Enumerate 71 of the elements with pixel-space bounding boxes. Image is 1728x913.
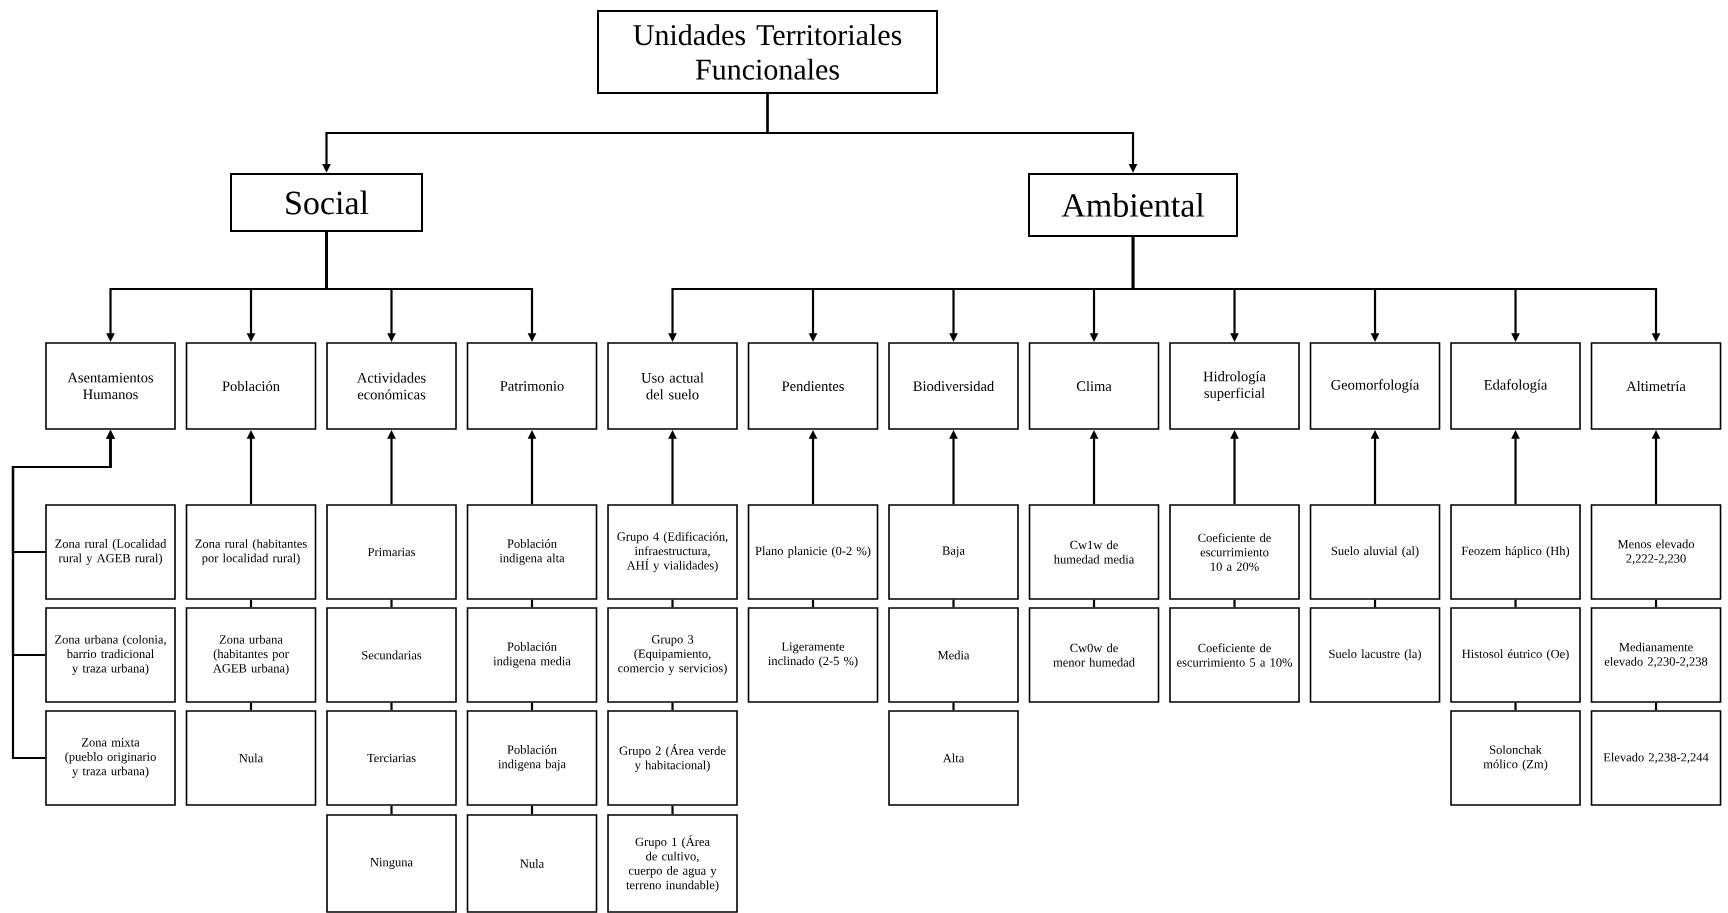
class-box: Elevado 2,238-2,244 — [1590, 710, 1722, 806]
class-box: Plano planicie (0-2 %) — [747, 504, 879, 600]
class-box: Zona urbana (colonia, barrio tradicional y traza urbana) — [45, 607, 176, 703]
connector-line — [390, 599, 393, 608]
connector-line — [671, 599, 674, 608]
subcategory-box: Asentamientos Humanos — [45, 342, 176, 430]
connector-line — [952, 702, 955, 711]
class-box: Grupo 1 (Área de cultivo, cuerpo de agua y terreno inundable) — [607, 814, 738, 913]
class-box: Zona mixta (pueblo originario y traza urbana) — [45, 710, 176, 806]
class-box: Zona urbana (habitantes por AGEB urbana) — [185, 607, 317, 703]
connector-line — [249, 702, 253, 711]
subcategory-box: Población — [185, 342, 317, 430]
connector-line — [1654, 599, 1658, 608]
subcategory-box: Clima — [1028, 342, 1160, 430]
connector-line — [390, 805, 393, 815]
class-box: Suelo aluvial (al) — [1309, 504, 1441, 600]
subcategory-box: Geomorfología — [1309, 342, 1441, 430]
class-box: Ninguna — [326, 814, 457, 913]
connector-line — [530, 702, 534, 711]
subcategory-box: Pendientes — [747, 342, 879, 430]
connector-line — [1514, 599, 1517, 608]
class-box: Grupo 4 (Edificación, infraestructura, AHÍ y vialidades) — [607, 504, 738, 600]
subcategory-box: Actividades económicas — [326, 342, 457, 430]
class-box: Grupo 2 (Área verde y habitacional) — [607, 710, 738, 806]
subcategory-box: Hidrología superficial — [1169, 342, 1300, 430]
connector-line — [1654, 702, 1658, 711]
subcategory-box: Altimetría — [1590, 342, 1722, 430]
category-box: Social — [230, 173, 423, 232]
connector-line — [1514, 702, 1517, 711]
class-box: Cw0w de menor humedad — [1028, 607, 1160, 703]
class-box: Menos elevado 2,222-2,230 — [1590, 504, 1722, 600]
connector-line — [249, 599, 253, 608]
class-box: Primarias — [326, 504, 457, 600]
class-box: Población indigena alta — [466, 504, 598, 600]
class-box: Zona rural (Localidad rural y AGEB rural) — [45, 504, 176, 600]
class-box: Baja — [888, 504, 1019, 600]
subcategory-box: Edafología — [1450, 342, 1581, 430]
class-box: Alta — [888, 710, 1019, 806]
class-box: Coeficiente de escurrimiento 5 a 10% — [1169, 607, 1300, 703]
connector-line — [671, 702, 674, 711]
class-box: Media — [888, 607, 1019, 703]
subcategory-box: Uso actual del suelo — [607, 342, 738, 430]
class-box: Ligeramente inclinado (2-5 %) — [747, 607, 879, 703]
title-box: Unidades Territoriales Funcionales — [597, 10, 938, 94]
subcategory-box: Patrimonio — [466, 342, 598, 430]
connector-line — [390, 702, 393, 711]
subcategory-box: Biodiversidad — [888, 342, 1019, 430]
class-box: Suelo lacustre (la) — [1309, 607, 1441, 703]
class-box: Nula — [466, 814, 598, 913]
class-box: Terciarias — [326, 710, 457, 806]
connector-line — [530, 599, 534, 608]
class-box: Histosol éutrico (Oe) — [1450, 607, 1581, 703]
class-box: Nula — [185, 710, 317, 806]
class-box: Grupo 3 (Equipamiento, comercio y servicios) — [607, 607, 738, 703]
connector-line — [671, 805, 674, 815]
connector-line — [811, 599, 815, 608]
class-box: Población indigena baja — [466, 710, 598, 806]
class-box: Zona rural (habitantes por localidad rural) — [185, 504, 317, 600]
connector-line — [530, 805, 534, 815]
class-box: Solonchak mólico (Zm) — [1450, 710, 1581, 806]
class-box: Secundarias — [326, 607, 457, 703]
category-box: Ambiental — [1028, 173, 1238, 237]
class-box: Coeficiente de escurrimiento 10 a 20% — [1169, 504, 1300, 600]
connector-line — [1373, 599, 1377, 608]
class-box: Feozem háplico (Hh) — [1450, 504, 1581, 600]
class-box: Población indigena media — [466, 607, 598, 703]
class-box: Medianamente elevado 2,230-2,238 — [1590, 607, 1722, 703]
connector-line — [952, 599, 955, 608]
connector-line — [1092, 599, 1096, 608]
connector-line — [1233, 599, 1236, 608]
class-box: Cw1w de humedad media — [1028, 504, 1160, 600]
